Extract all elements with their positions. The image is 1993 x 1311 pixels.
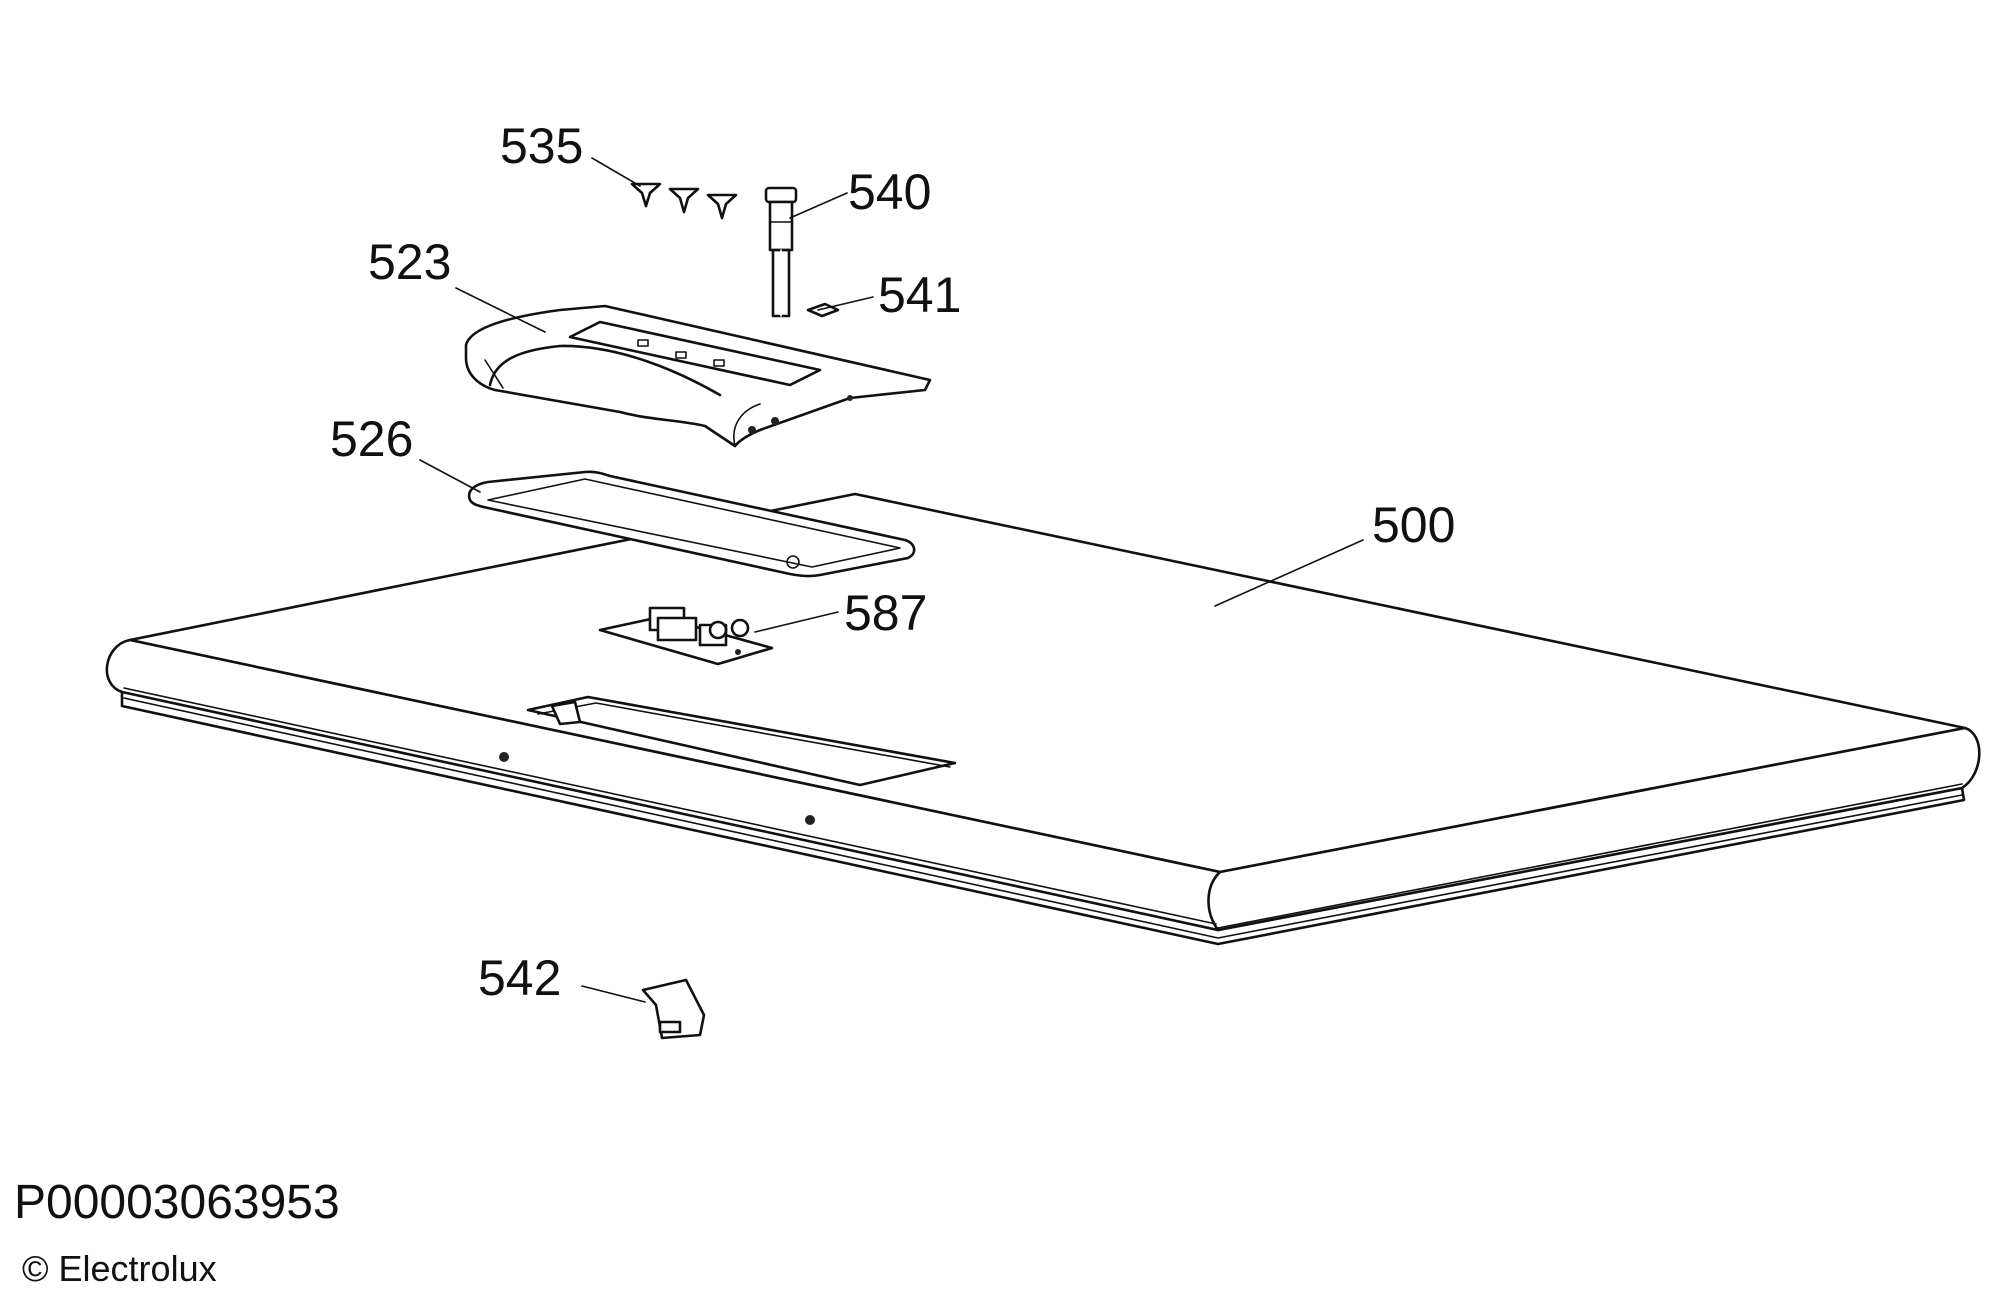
screws xyxy=(630,182,738,220)
small-cover xyxy=(641,978,706,1040)
circuit-board xyxy=(598,606,774,666)
part-number: P00003063953 xyxy=(14,1176,340,1229)
callout-542: 542 xyxy=(478,950,561,1006)
callout-523: 523 xyxy=(368,234,451,290)
gasket xyxy=(467,470,916,578)
callout-535: 535 xyxy=(500,118,583,174)
callout-526: 526 xyxy=(330,411,413,467)
copyright-notice: © Electrolux xyxy=(22,1248,217,1289)
worktop-panel xyxy=(105,492,1981,946)
callout-540: 540 xyxy=(848,164,931,220)
callout-541: 541 xyxy=(878,267,961,323)
leader-lines xyxy=(419,157,1364,1003)
control-shaft xyxy=(764,186,798,318)
callout-587: 587 xyxy=(844,585,927,641)
callout-500: 500 xyxy=(1372,497,1455,553)
